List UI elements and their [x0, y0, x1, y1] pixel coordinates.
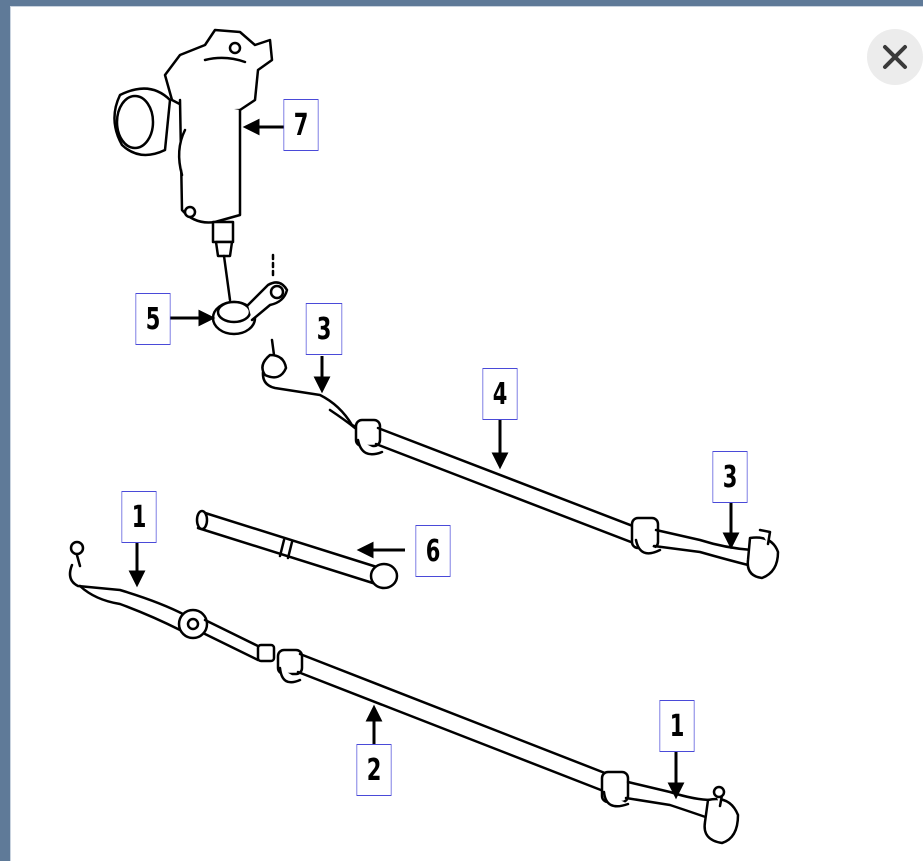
callout-label: 4 — [492, 376, 508, 412]
adjusting-sleeve — [195, 509, 399, 590]
callout-part-3-right[interactable]: 3 — [712, 451, 748, 503]
callout-label: 2 — [366, 752, 382, 788]
steering-gear-box — [113, 28, 274, 258]
callout-label: 1 — [131, 499, 147, 535]
callout-part-4[interactable]: 4 — [482, 368, 518, 420]
pitman-arm — [211, 253, 289, 336]
callout-label: 6 — [425, 533, 441, 569]
lower-tie-rod — [68, 540, 740, 845]
close-button[interactable] — [867, 29, 923, 85]
callout-part-7[interactable]: 7 — [283, 99, 319, 151]
callout-part-1-left[interactable]: 1 — [121, 491, 157, 543]
callout-label: 7 — [293, 107, 309, 143]
upper-tie-rod — [261, 338, 780, 580]
callout-part-3-left[interactable]: 3 — [305, 303, 343, 355]
callout-label: 1 — [669, 708, 685, 744]
callout-label: 5 — [145, 301, 161, 337]
callout-part-2[interactable]: 2 — [356, 744, 392, 796]
close-icon — [883, 45, 907, 69]
callout-part-1-right[interactable]: 1 — [659, 700, 695, 752]
callout-part-6[interactable]: 6 — [415, 525, 451, 577]
callout-label: 3 — [722, 459, 738, 495]
callout-label: 3 — [316, 311, 332, 347]
callout-part-5[interactable]: 5 — [135, 293, 171, 345]
